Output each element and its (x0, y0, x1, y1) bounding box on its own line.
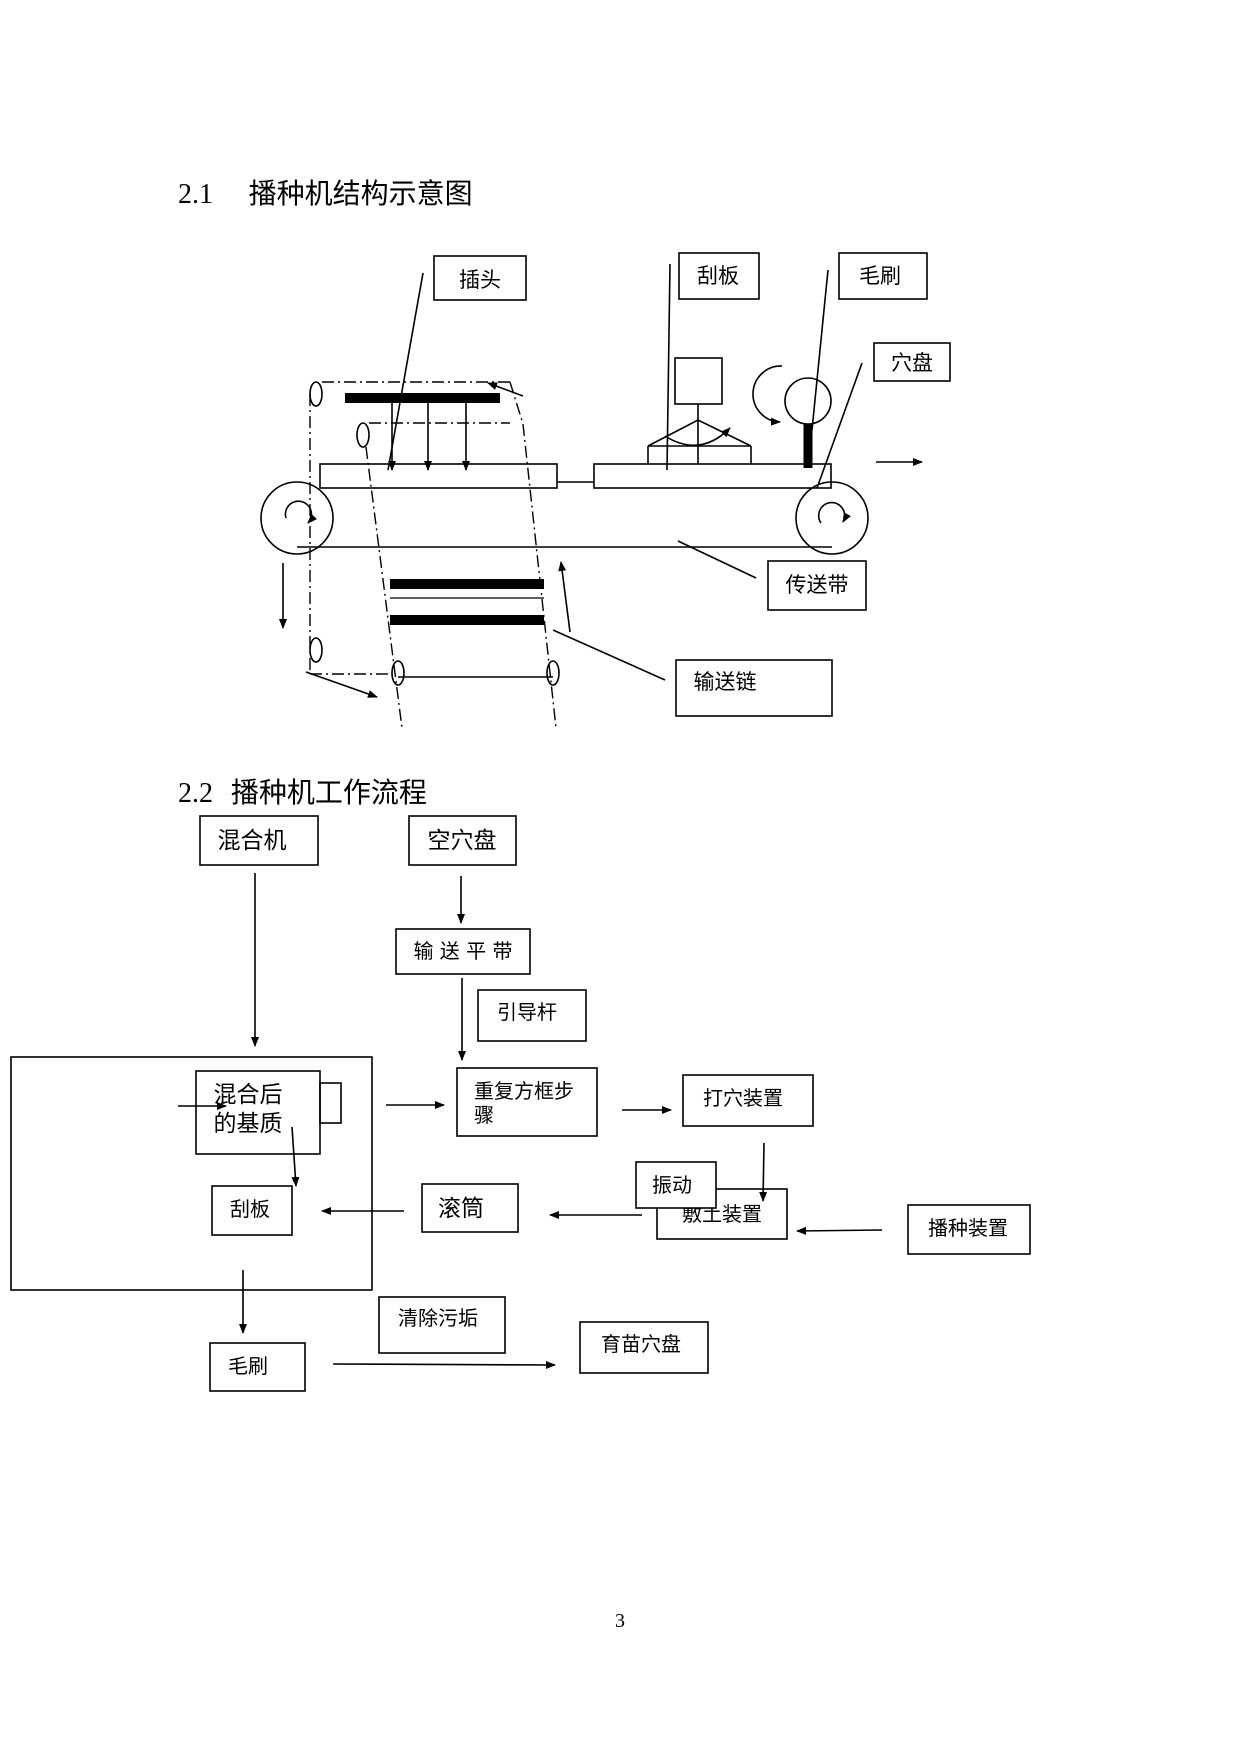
node-vibration: 振动 (635, 1161, 717, 1209)
label-box-chain: 输送链 (675, 659, 833, 717)
node-clean-dirt: 清除污垢 (378, 1296, 506, 1354)
chain-sprocket (309, 637, 323, 663)
chain-up-arrow (558, 561, 571, 633)
node-brush: 毛刷 (209, 1342, 306, 1392)
node-punch-device-label: 打穴装置 (703, 1086, 783, 1110)
node-scraper: 刮板 (211, 1185, 293, 1236)
leader-line-brush (811, 269, 829, 431)
section-title: 播种机结构示意图 (248, 177, 473, 210)
node-seeding-device-label: 播种装置 (928, 1216, 1008, 1240)
node-seeding-device: 播种装置 (907, 1204, 1031, 1255)
label-brush: 毛刷 (859, 264, 901, 288)
node-seedling-tray-label: 育苗穴盘 (601, 1332, 681, 1356)
node-seedling-tray: 育苗穴盘 (579, 1321, 709, 1374)
plate-right (593, 463, 832, 489)
node-brush-label: 毛刷 (228, 1354, 268, 1378)
label-box-plug: 插头 (433, 255, 527, 301)
plate-left (319, 463, 558, 489)
label-chain: 输送链 (694, 670, 757, 694)
label-box-scraper: 刮板 (678, 252, 760, 300)
leader-line-chain (552, 629, 666, 681)
label-tray: 穴盘 (891, 351, 933, 375)
section-title: 播种机工作流程 (230, 776, 427, 809)
diagonal-arrow (305, 671, 378, 698)
leader-line-plug (387, 272, 424, 471)
label-box-belt: 传送带 (767, 560, 867, 611)
node-repeat-frame-line1: 重复方框步 (474, 1079, 574, 1103)
conveyor-chain-dashdot (309, 381, 557, 729)
node-conveyor-belt-label: 输 送 平 带 (413, 939, 512, 963)
node-mixed-substrate-line1: 混合后 (214, 1082, 283, 1108)
brush-assembly (752, 365, 832, 468)
roller-right (795, 481, 869, 555)
node-guide-rod: 引导杆 (477, 989, 587, 1042)
substrate-group-frame (10, 1056, 373, 1291)
workflow-diagram: 混合机 空穴盘 输 送 平 带 引导杆 混合后 的基质 重复方框步 骤 打穴装置 (10, 815, 1031, 1392)
node-mixed-substrate: 混合后 的基质 (195, 1070, 342, 1155)
section-number: 2.2 (178, 778, 213, 809)
chain-sprocket (391, 660, 405, 686)
node-conveyor-belt: 输 送 平 带 (395, 928, 531, 975)
chain-sprocket (309, 381, 323, 407)
structure-diagram: 插头 刮板 毛刷 穴盘 传送带 输送链 (260, 252, 951, 729)
node-roller: 滚筒 (421, 1183, 519, 1233)
scraper-assembly (647, 357, 752, 464)
roller-left (260, 481, 334, 555)
label-belt: 传送带 (786, 573, 849, 597)
chain-sprocket (546, 660, 560, 686)
node-empty-tray-label: 空穴盘 (428, 828, 497, 854)
node-mixer: 混合机 (199, 815, 319, 866)
arrow-substrate-to-scraper (291, 1126, 300, 1187)
node-guide-rod-label: 引导杆 (497, 1000, 557, 1024)
node-roller-label: 滚筒 (438, 1196, 484, 1222)
label-scraper: 刮板 (697, 264, 739, 288)
node-vibration-label: 振动 (652, 1173, 692, 1197)
arrow-brush-to-seedling-tray (332, 1360, 556, 1369)
node-scraper-label: 刮板 (230, 1197, 270, 1221)
node-empty-tray: 空穴盘 (408, 815, 517, 866)
label-box-brush: 毛刷 (838, 252, 928, 300)
section-heading-2-1: 2.1 播种机结构示意图 (178, 172, 473, 212)
arrow-seeding-to-cover (796, 1226, 883, 1235)
page-number: 3 (615, 1610, 625, 1632)
chain-sprocket (356, 422, 370, 448)
node-mixer-label: 混合机 (218, 828, 287, 854)
section-number: 2.1 (178, 179, 213, 210)
leader-line-tray (816, 362, 863, 489)
node-repeat-frame-line2: 骤 (474, 1103, 494, 1127)
label-plug: 插头 (459, 268, 501, 292)
node-clean-dirt-label: 清除污垢 (398, 1306, 478, 1330)
plug-return-arrow (487, 382, 524, 397)
label-box-tray: 穴盘 (873, 342, 951, 382)
node-repeat-frame: 重复方框步 骤 (456, 1067, 598, 1137)
node-mixed-substrate-line2: 的基质 (214, 1111, 283, 1137)
section-heading-2-2: 2.2 播种机工作流程 (178, 771, 427, 811)
node-punch-device: 打穴装置 (682, 1074, 814, 1127)
arrow-punch-to-cover (759, 1142, 768, 1202)
